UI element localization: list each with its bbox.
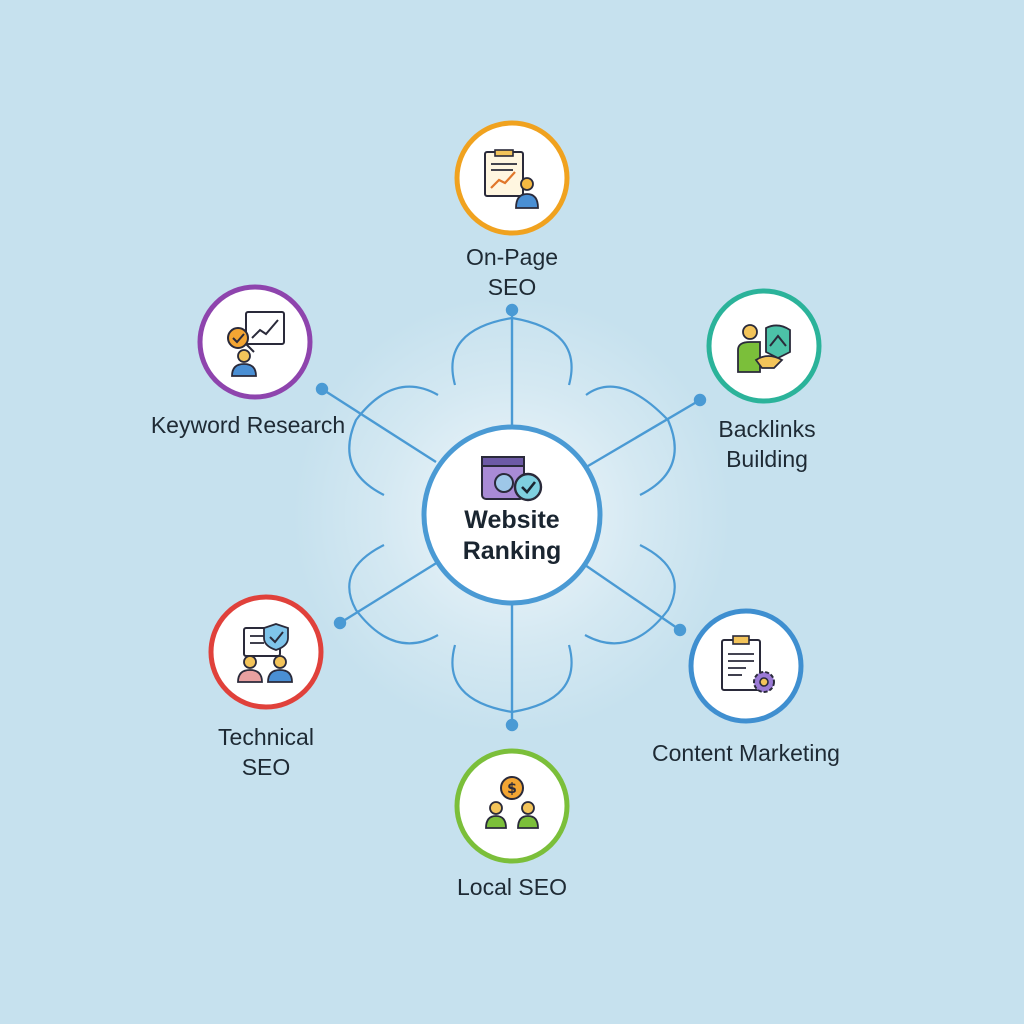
label-local-seo: Local SEO <box>412 872 612 902</box>
svg-text:$: $ <box>507 781 517 797</box>
label-backlinks-building-line-2: Building <box>726 446 808 472</box>
shield-document-people-icon <box>237 623 293 683</box>
node-technical-seo <box>208 594 324 710</box>
node-on-page-seo <box>454 120 570 236</box>
label-technical-seo-line-1: Technical <box>218 724 314 750</box>
node-keyword-research <box>197 284 313 400</box>
center-title-line-1: Website <box>464 506 560 534</box>
label-content-marketing: Content Marketing <box>610 738 882 768</box>
node-backlinks-building <box>706 288 822 404</box>
spokes <box>315 303 707 732</box>
node-content-marketing <box>688 608 804 724</box>
clipboard-gear-icon <box>721 635 775 693</box>
center-hub <box>421 424 603 606</box>
label-content-marketing-line-1: Content Marketing <box>652 740 840 766</box>
center-title: Website Ranking <box>432 505 592 567</box>
label-technical-seo: Technical SEO <box>166 722 366 782</box>
label-backlinks-building-line-1: Backlinks <box>718 416 816 442</box>
node-local-seo: $ <box>454 748 570 864</box>
center-title-line-2: Ranking <box>462 537 562 565</box>
report-chart-person-icon <box>484 149 539 209</box>
people-dollar-icon: $ <box>485 776 539 829</box>
label-technical-seo-line-2: SEO <box>241 754 291 780</box>
label-backlinks-building: Backlinks Building <box>667 414 867 474</box>
label-keyword-research: Keyword Research <box>126 410 370 440</box>
website-puzzle-check-icon <box>481 456 543 502</box>
label-on-page-seo-line-2: SEO <box>487 274 537 300</box>
label-on-page-seo-line-1: On-Page <box>465 244 559 270</box>
handshake-link-icon <box>737 324 791 373</box>
chart-person-check-icon <box>227 311 285 377</box>
label-keyword-research-line-1: Keyword Research <box>150 412 346 438</box>
label-local-seo-line-1: Local SEO <box>457 874 567 900</box>
label-on-page-seo: On-Page SEO <box>412 242 612 302</box>
